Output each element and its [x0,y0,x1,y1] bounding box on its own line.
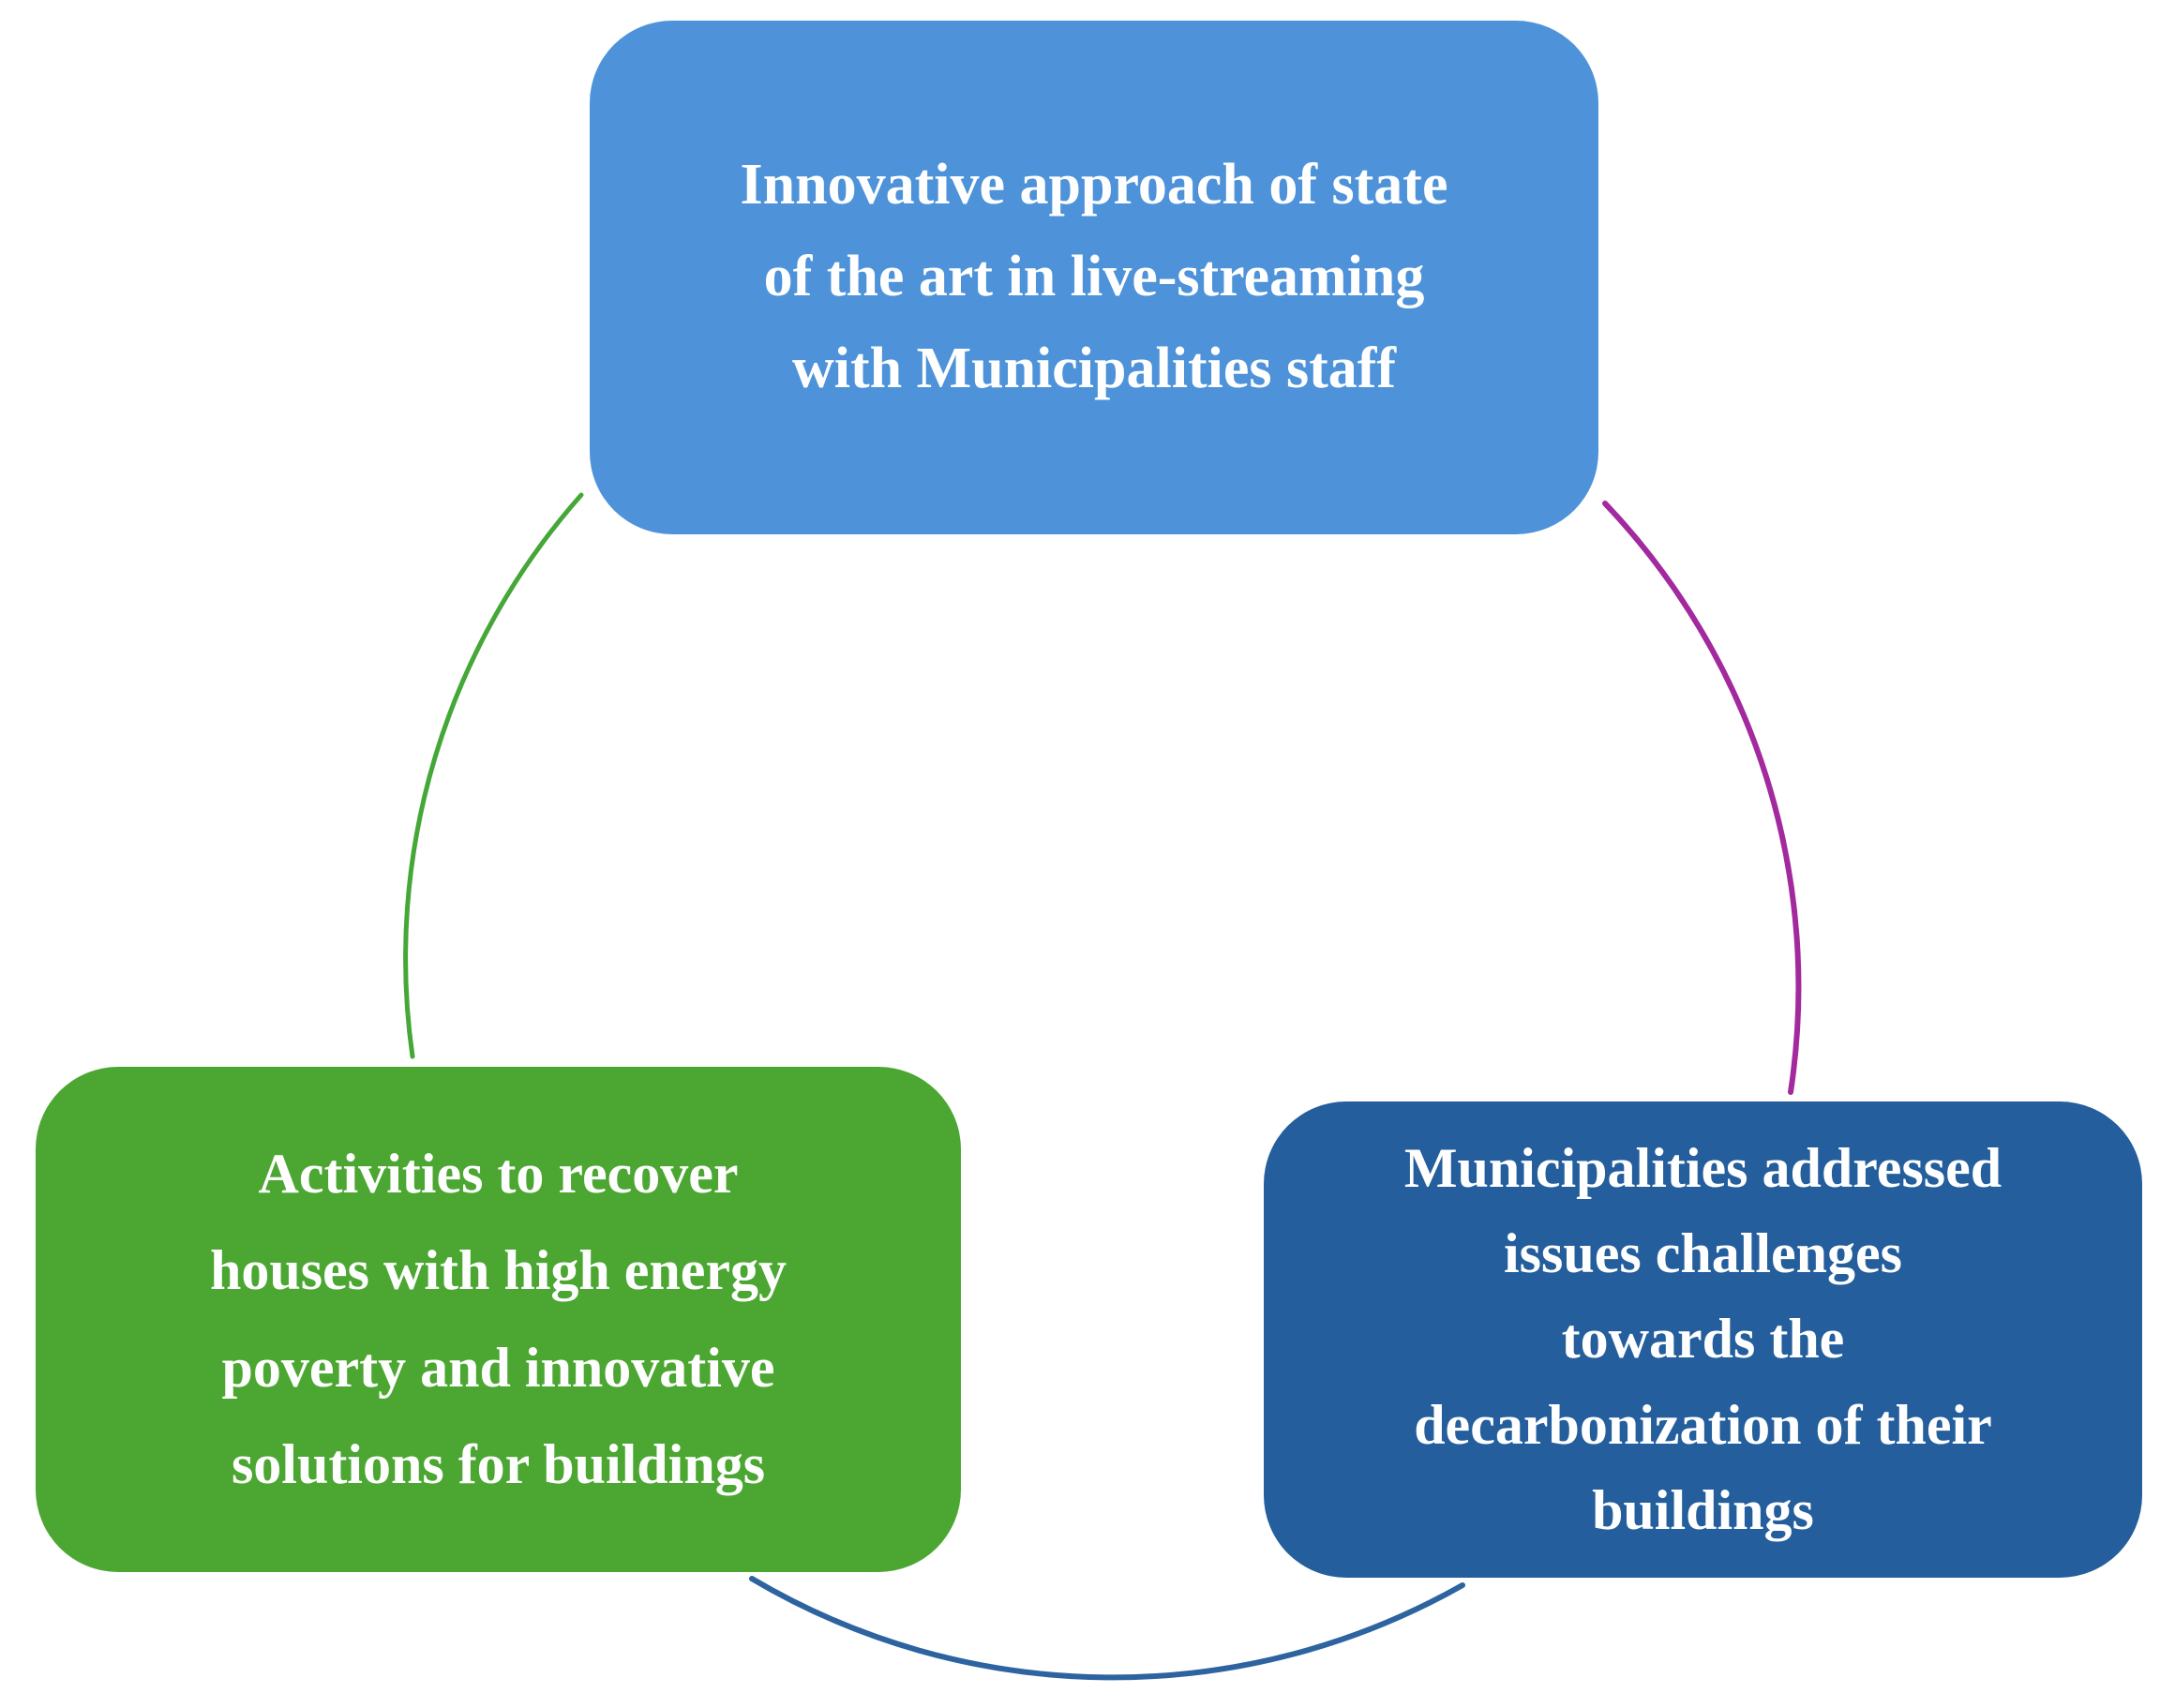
arc-top-to-left [403,492,584,1059]
node-municipalities-decarbonization: Municipalities addressed issues challeng… [1264,1101,2142,1578]
node-innovative-approach-label: Innovative approach of state of the art … [740,153,1448,400]
arc-top-to-right [1602,501,1802,1095]
node-activities-recover-houses: Activities to recover houses with high e… [36,1067,961,1572]
arc-bottom [749,1576,1465,1681]
node-activities-recover-houses-label: Activities to recover houses with high e… [209,1143,788,1495]
node-municipalities-decarbonization-label: Municipalities addressed issues challeng… [1403,1137,2002,1541]
node-innovative-approach: Innovative approach of state of the art … [590,21,1598,534]
